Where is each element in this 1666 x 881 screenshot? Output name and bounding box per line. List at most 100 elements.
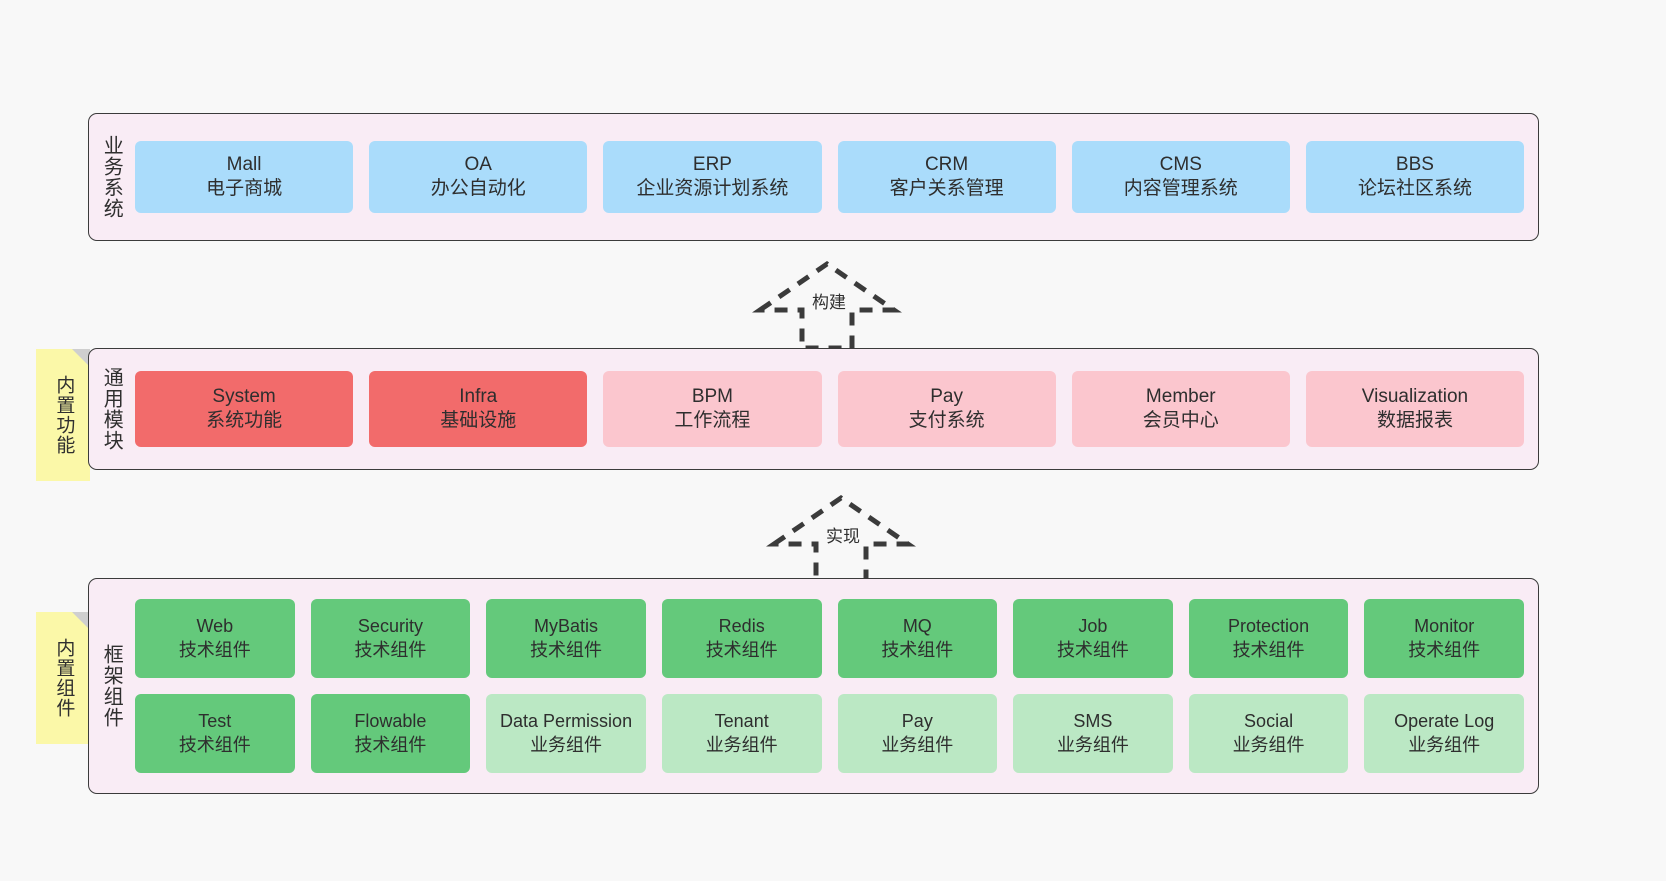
node-title: MyBatis	[534, 616, 599, 637]
node-title: Data Permission	[500, 711, 633, 732]
node-job[interactable]: Job 技术组件	[1013, 599, 1173, 678]
node-subtitle: 企业资源计划系统	[636, 178, 789, 199]
node-title: Pay	[901, 711, 933, 732]
node-visualization[interactable]: Visualization 数据报表	[1305, 371, 1525, 447]
node-subtitle: 办公自动化	[430, 178, 526, 199]
node-subtitle: 工作流程	[674, 410, 751, 431]
node-member[interactable]: Member 会员中心	[1071, 371, 1290, 447]
node-subtitle: 数据报表	[1376, 410, 1453, 431]
node-title: Security	[357, 616, 423, 637]
node-cms[interactable]: CMS 内容管理系统	[1071, 141, 1290, 213]
node-subtitle: 技术组件	[530, 639, 603, 660]
node-title: BBS	[1395, 153, 1434, 175]
node-title: CRM	[924, 153, 969, 175]
node-title: Visualization	[1361, 385, 1469, 407]
arrow-label-build: 构建	[812, 293, 846, 312]
node-title: System	[212, 385, 276, 407]
layer-title-common-modules: 通用模块	[100, 367, 123, 451]
node-protection[interactable]: Protection 技术组件	[1188, 599, 1349, 678]
node-subtitle: 技术组件	[178, 639, 251, 660]
node-subtitle: 支付系统	[908, 410, 985, 431]
node-web[interactable]: Web 技术组件	[135, 599, 295, 678]
node-title: Test	[198, 711, 232, 732]
node-mall[interactable]: Mall 电子商城	[135, 141, 354, 213]
node-subtitle: 技术组件	[1056, 639, 1129, 660]
node-mybatis[interactable]: MyBatis 技术组件	[486, 599, 646, 678]
node-title: Redis	[718, 616, 765, 637]
node-title: Protection	[1228, 616, 1310, 637]
node-subtitle: 技术组件	[354, 639, 427, 660]
node-row: Mall 电子商城 OA 办公自动化 ERP 企业资源计划系统 CRM 客户关系…	[135, 141, 1525, 213]
note-label: 内置组件	[53, 638, 75, 718]
node-subtitle: 内容管理系统	[1123, 178, 1238, 199]
node-subtitle: 客户关系管理	[889, 178, 1004, 199]
node-title: OA	[464, 153, 492, 175]
node-subtitle: 基础设施	[440, 410, 517, 431]
node-subtitle: 业务组件	[530, 734, 603, 755]
node-redis[interactable]: Redis 技术组件	[661, 599, 822, 678]
note-builtin-features: 内置功能	[36, 349, 90, 481]
layer-body-framework-components: Web 技术组件 Security 技术组件 MyBatis 技术组件 Redi…	[133, 579, 1538, 793]
node-pay-component[interactable]: Pay 业务组件	[837, 694, 998, 773]
layer-framework-components: 框架组件 Web 技术组件 Security 技术组件 MyBatis 技术组件…	[88, 578, 1539, 794]
node-test[interactable]: Test 技术组件	[135, 694, 295, 773]
node-subtitle: 技术组件	[705, 639, 778, 660]
layer-title-framework-components: 框架组件	[100, 644, 123, 728]
node-oa[interactable]: OA 办公自动化	[369, 141, 588, 213]
node-subtitle: 技术组件	[881, 639, 954, 660]
node-title: MQ	[902, 616, 932, 637]
node-erp[interactable]: ERP 企业资源计划系统	[603, 141, 822, 213]
node-flowable[interactable]: Flowable 技术组件	[310, 694, 471, 773]
node-subtitle: 技术组件	[354, 734, 427, 755]
node-title: Social	[1244, 711, 1294, 732]
node-subtitle: 业务组件	[1232, 734, 1305, 755]
node-subtitle: 电子商城	[206, 178, 283, 199]
layer-title-business-systems: 业务系统	[100, 135, 123, 219]
arrow-label-implement: 实现	[826, 527, 860, 546]
node-bbs[interactable]: BBS 论坛社区系统	[1305, 141, 1525, 213]
node-title: Mall	[226, 153, 262, 175]
node-operate-log[interactable]: Operate Log 业务组件	[1364, 694, 1524, 773]
node-sms[interactable]: SMS 业务组件	[1013, 694, 1173, 773]
node-crm[interactable]: CRM 客户关系管理	[837, 141, 1056, 213]
note-builtin-components: 内置组件	[36, 612, 90, 744]
node-title: SMS	[1073, 711, 1113, 732]
layer-body-common-modules: System 系统功能 Infra 基础设施 BPM 工作流程 Pay 支付系统…	[133, 349, 1538, 469]
node-row: Test 技术组件 Flowable 技术组件 Data Permission …	[135, 694, 1524, 773]
node-row: Web 技术组件 Security 技术组件 MyBatis 技术组件 Redi…	[135, 599, 1524, 678]
node-title: Web	[196, 616, 234, 637]
node-infra[interactable]: Infra 基础设施	[369, 371, 588, 447]
node-system[interactable]: System 系统功能	[135, 371, 354, 447]
node-subtitle: 论坛社区系统	[1357, 178, 1472, 199]
layer-common-modules: 通用模块 System 系统功能 Infra 基础设施 BPM 工作流程 Pay…	[88, 348, 1539, 470]
node-title: BPM	[691, 385, 734, 407]
layer-body-business-systems: Mall 电子商城 OA 办公自动化 ERP 企业资源计划系统 CRM 客户关系…	[133, 114, 1538, 240]
node-title: Member	[1145, 385, 1216, 407]
node-title: Job	[1078, 616, 1108, 637]
node-monitor[interactable]: Monitor 技术组件	[1364, 599, 1524, 678]
node-bpm[interactable]: BPM 工作流程	[603, 371, 822, 447]
node-title: Flowable	[354, 711, 427, 732]
node-pay[interactable]: Pay 支付系统	[837, 371, 1056, 447]
node-subtitle: 业务组件	[705, 734, 778, 755]
node-mq[interactable]: MQ 技术组件	[837, 599, 998, 678]
node-title: CMS	[1159, 153, 1202, 175]
node-data-permission[interactable]: Data Permission 业务组件	[486, 694, 646, 773]
layer-business-systems: 业务系统 Mall 电子商城 OA 办公自动化 ERP 企业资源计划系统 CRM…	[88, 113, 1539, 241]
node-title: Monitor	[1414, 616, 1475, 637]
node-title: Tenant	[714, 711, 769, 732]
node-title: Infra	[459, 385, 498, 407]
node-subtitle: 系统功能	[206, 410, 283, 431]
node-social[interactable]: Social 业务组件	[1188, 694, 1349, 773]
node-row: System 系统功能 Infra 基础设施 BPM 工作流程 Pay 支付系统…	[135, 371, 1525, 447]
note-label: 内置功能	[53, 375, 75, 455]
node-subtitle: 技术组件	[1408, 639, 1481, 660]
node-title: ERP	[692, 153, 732, 175]
node-subtitle: 会员中心	[1142, 410, 1219, 431]
node-tenant[interactable]: Tenant 业务组件	[661, 694, 822, 773]
node-subtitle: 业务组件	[1408, 734, 1481, 755]
node-security[interactable]: Security 技术组件	[310, 599, 471, 678]
node-subtitle: 技术组件	[1232, 639, 1305, 660]
node-subtitle: 技术组件	[178, 734, 251, 755]
